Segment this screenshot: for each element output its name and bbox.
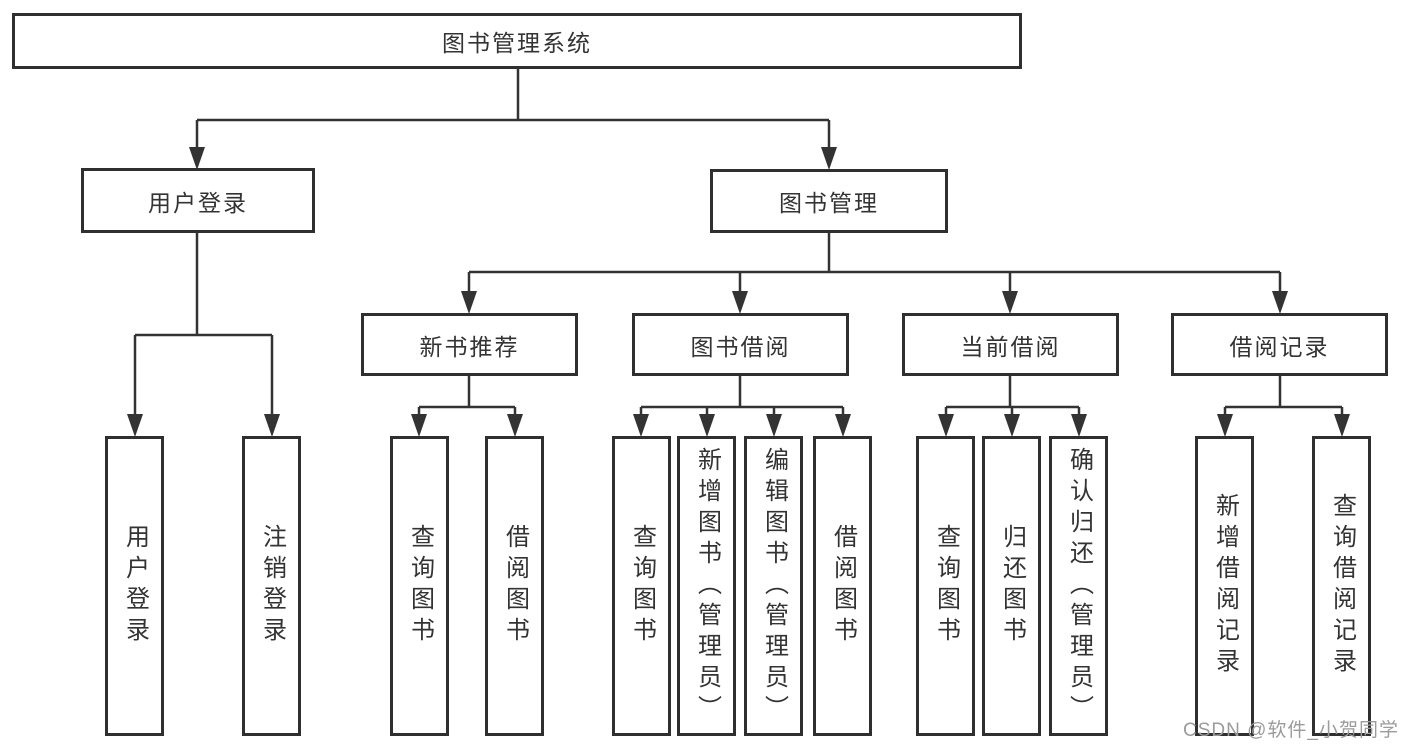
leaf-confirm-return-admin: 确认归还（管理员） (1049, 436, 1108, 736)
leaf-return-books: 归还图书 (982, 436, 1041, 736)
node-root-system: 图书管理系统 (12, 13, 1022, 69)
node-user-login-label: 用户登录 (148, 189, 248, 216)
node-new-book-recommend-label: 新书推荐 (419, 333, 520, 360)
connector-new-books-to-leaves (411, 376, 523, 437)
leaf-logout: 注销登录 (242, 436, 301, 736)
leaf-edit-books-admin: 编辑图书（管理员） (744, 436, 803, 736)
leaf-logout-label: 注销登录 (258, 524, 286, 648)
node-current-borrow-label: 当前借阅 (960, 333, 1061, 360)
connector-user-login-to-leaves (127, 233, 280, 437)
leaf-borrow-books-recommend: 借阅图书 (485, 436, 544, 736)
connector-borrow-records-to-leaves (1217, 376, 1350, 437)
node-borrow-records-label: 借阅记录 (1229, 333, 1330, 360)
connector-book-borrow-to-leaves (633, 376, 851, 437)
node-root-label: 图书管理系统 (442, 30, 592, 56)
leaf-query-books-current: 查询图书 (916, 436, 975, 736)
leaf-add-books-admin-label: 新增图书（管理员） (693, 446, 721, 726)
leaf-query-books-current-label: 查询图书 (932, 524, 960, 648)
leaf-user-login: 用户登录 (105, 436, 164, 736)
connector-book-mgmt-to-modules (461, 233, 1288, 314)
leaf-query-borrow-record-label: 查询借阅记录 (1328, 493, 1356, 679)
leaf-add-borrow-record: 新增借阅记录 (1195, 436, 1254, 736)
node-user-login: 用户登录 (81, 168, 315, 233)
leaf-add-books-admin: 新增图书（管理员） (677, 436, 736, 736)
connector-root-to-level2 (189, 69, 837, 170)
leaf-query-books-recommend: 查询图书 (390, 436, 449, 736)
leaf-borrow-books-label: 借阅图书 (829, 524, 857, 648)
node-book-management-label: 图书管理 (779, 190, 879, 216)
connector-current-borrow-to-leaves (938, 376, 1087, 437)
leaf-query-books-recommend-label: 查询图书 (406, 524, 434, 648)
node-current-borrow: 当前借阅 (902, 313, 1119, 376)
leaf-edit-books-admin-label: 编辑图书（管理员） (760, 446, 788, 726)
leaf-return-books-label: 归还图书 (998, 524, 1026, 648)
node-book-management: 图书管理 (710, 169, 948, 233)
leaf-query-books-borrow-label: 查询图书 (628, 524, 656, 648)
node-book-borrow-label: 图书借阅 (690, 333, 791, 360)
leaf-confirm-return-admin-label: 确认归还（管理员） (1065, 446, 1093, 726)
leaf-query-books-borrow: 查询图书 (612, 436, 671, 736)
leaf-add-borrow-record-label: 新增借阅记录 (1211, 493, 1239, 679)
leaf-query-borrow-record: 查询借阅记录 (1312, 436, 1371, 736)
node-borrow-records: 借阅记录 (1171, 313, 1388, 376)
node-new-book-recommend: 新书推荐 (361, 313, 578, 376)
leaf-borrow-books-recommend-label: 借阅图书 (501, 524, 529, 648)
leaf-user-login-label: 用户登录 (121, 524, 149, 648)
leaf-borrow-books: 借阅图书 (813, 436, 872, 736)
watermark: CSDN @软件_小贺同学 (1183, 720, 1399, 741)
node-book-borrow: 图书借阅 (632, 313, 849, 376)
